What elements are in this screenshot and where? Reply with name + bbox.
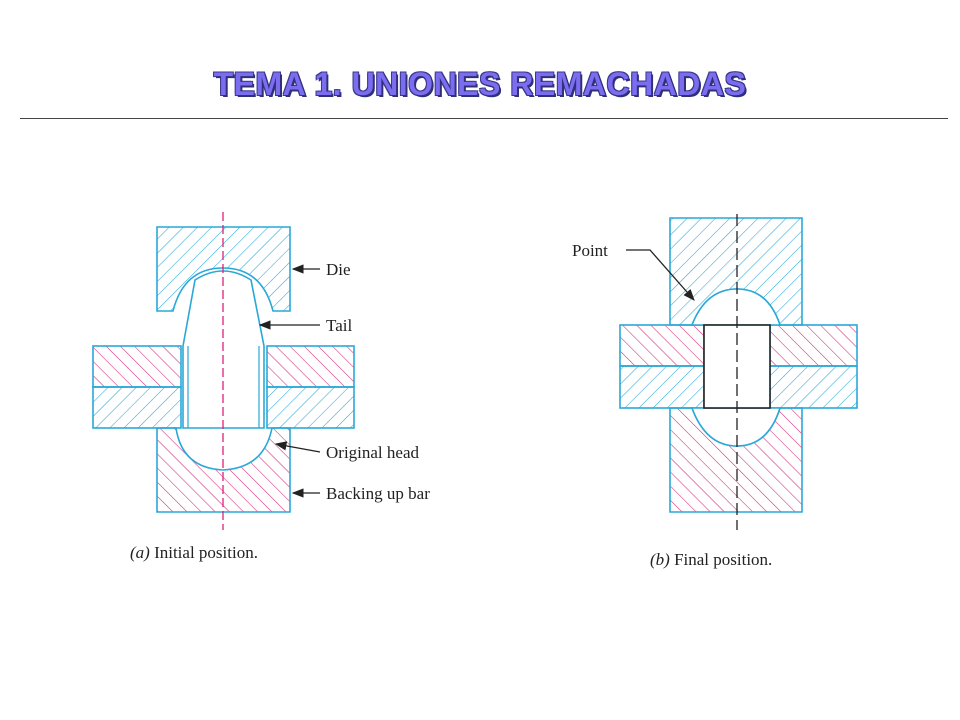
caption-b-letter: (b) — [650, 550, 670, 569]
label-tail: Tail — [326, 316, 352, 335]
upper-plate-right — [266, 345, 355, 388]
lower-plate-left-b — [619, 365, 705, 409]
page-title: TEMA 1. UNIONES REMACHADAS — [213, 66, 747, 102]
label-original-head: Original head — [326, 443, 419, 462]
caption-b: (b) Final position. — [650, 550, 772, 569]
caption-a: (a) Initial position. — [130, 543, 258, 562]
upper-plate-left-b — [619, 324, 705, 367]
lower-plate-left — [92, 386, 182, 429]
upper-plate-right-b — [769, 324, 858, 367]
upper-plate-left — [92, 345, 182, 388]
caption-a-letter: (a) — [130, 543, 150, 562]
caption-b-text: Final position. — [670, 550, 772, 569]
label-backing-bar: Backing up bar — [326, 484, 430, 503]
lower-plate-right-b — [769, 365, 858, 409]
figure-a: Die Tail Original head Backing up bar (a… — [92, 212, 430, 562]
figure-b: Point (b) Final position. — [572, 214, 858, 569]
label-point: Point — [572, 241, 608, 260]
lower-plate-right — [266, 386, 355, 429]
caption-a-text: Initial position. — [150, 543, 258, 562]
title-divider — [20, 118, 948, 119]
backing-bar-block — [156, 427, 291, 513]
label-die: Die — [326, 260, 351, 279]
